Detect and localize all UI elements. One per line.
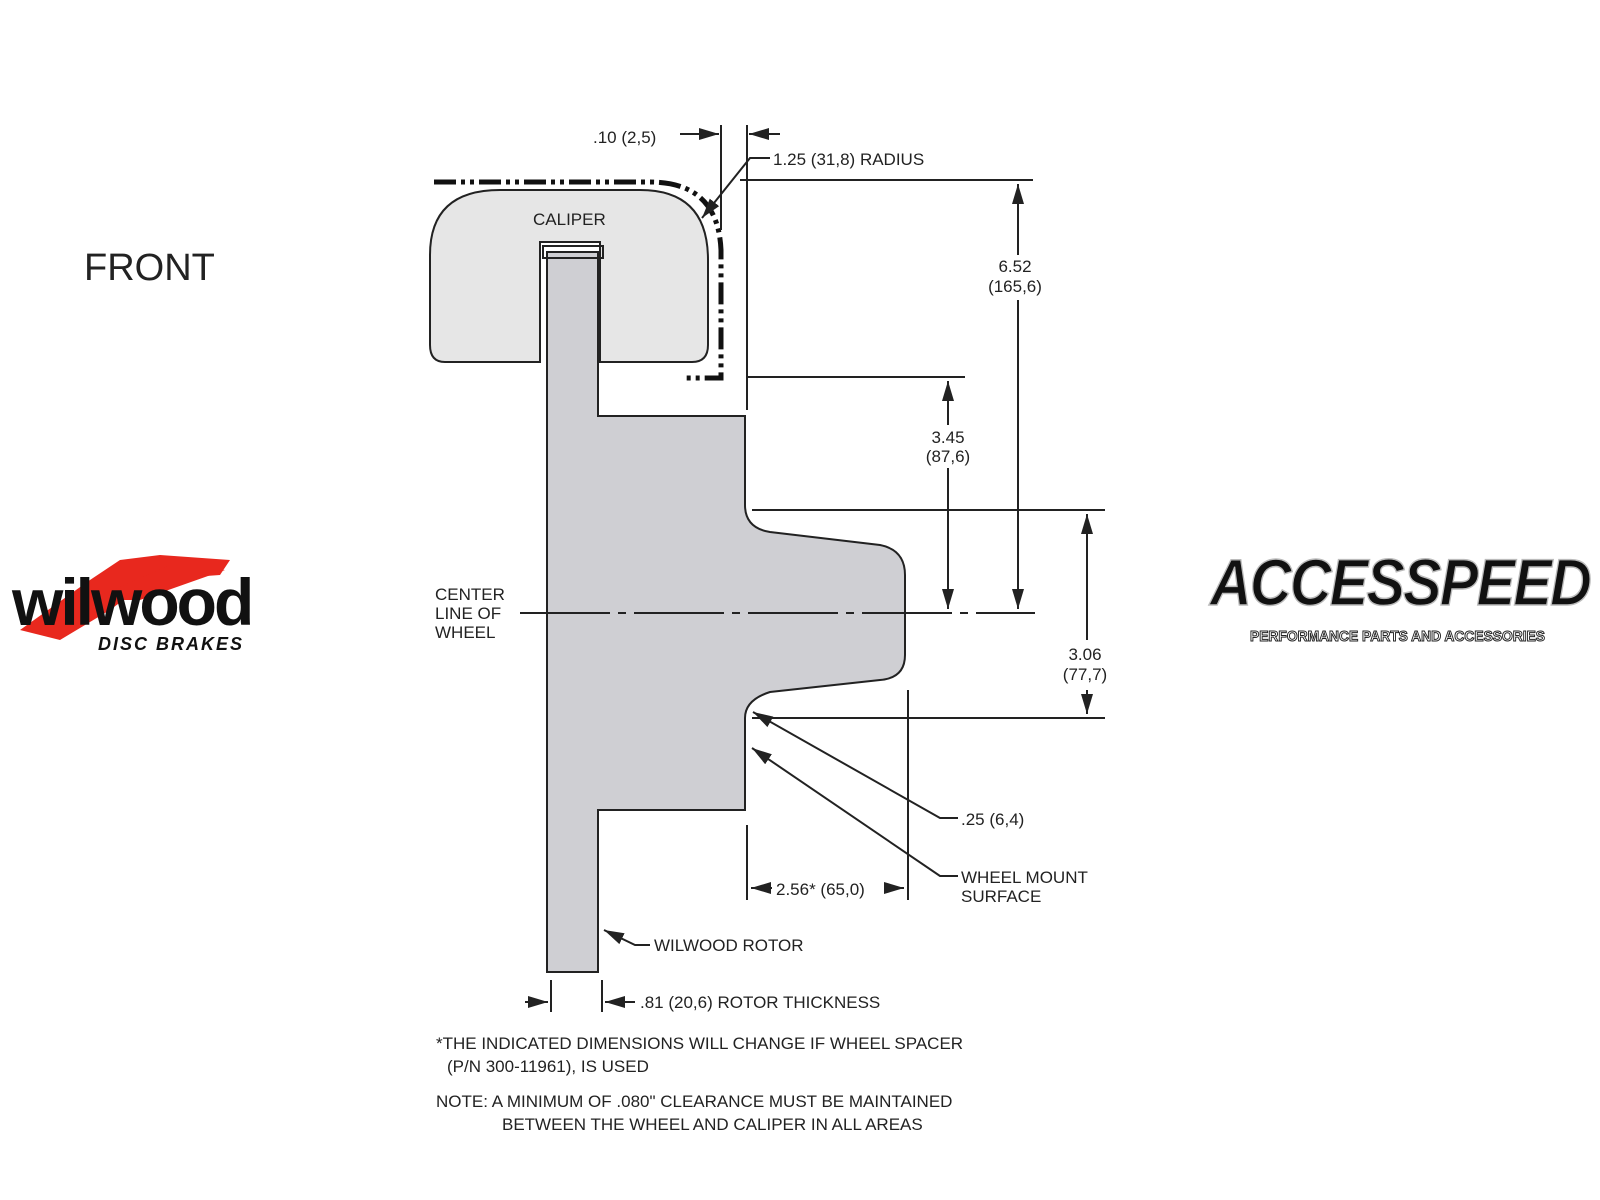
note-3: NOTE: A MINIMUM OF .080" CLEARANCE MUST … [436,1092,952,1111]
accesspeed-subtitle: PERFORMANCE PARTS AND ACCESSORIES [1250,628,1545,645]
wilwood-subtitle: DISC BRAKES [98,634,244,654]
fillet-dimension: .25 (6,4) [961,810,1024,829]
wheel-mount-label-2: SURFACE [961,887,1041,906]
hub-diameter-dim: 3.06 [1068,645,1101,664]
hub-height-dim-mm: (87,6) [926,447,970,466]
note-4: BETWEEN THE WHEEL AND CALIPER IN ALL ARE… [502,1115,923,1134]
wilwood-wordmark: wilwood [11,565,251,639]
total-height-dim: 6.52 [998,257,1031,276]
total-height-dim-mm: (165,6) [988,277,1042,296]
center-line-label-2: LINE OF [435,604,501,623]
center-line-label-1: CENTER [435,585,505,604]
rotor-hub [546,251,906,973]
front-title: FRONT [84,247,215,289]
rotor-slot [542,245,604,259]
hub-height-dim: 3.45 [931,428,964,447]
hub-diameter-dim-mm: (77,7) [1063,665,1107,684]
offset-dimension: 2.56* (65,0) [776,880,865,899]
clearance-dimension: .10 (2,5) [593,128,656,147]
rotor-label: WILWOOD ROTOR [654,936,804,955]
center-line-label-3: WHEEL [435,623,495,642]
rotor-thickness-dim: .81 (20,6) ROTOR THICKNESS [640,993,880,1012]
radius-dimension: 1.25 (31,8) RADIUS [773,150,924,169]
caliper-body [429,189,709,363]
accesspeed-logo: ACCESSPEED PERFORMANCE PARTS AND ACCESSO… [1208,544,1594,645]
note-1: *THE INDICATED DIMENSIONS WILL CHANGE IF… [436,1034,963,1053]
note-2: (P/N 300-11961), IS USED [447,1057,649,1076]
wheel-mount-label-1: WHEEL MOUNT [961,868,1088,887]
wilwood-logo: wilwood DISC BRAKES [11,555,254,654]
caliper-label: CALIPER [533,210,606,229]
accesspeed-wordmark: ACCESSPEED [1208,545,1590,619]
